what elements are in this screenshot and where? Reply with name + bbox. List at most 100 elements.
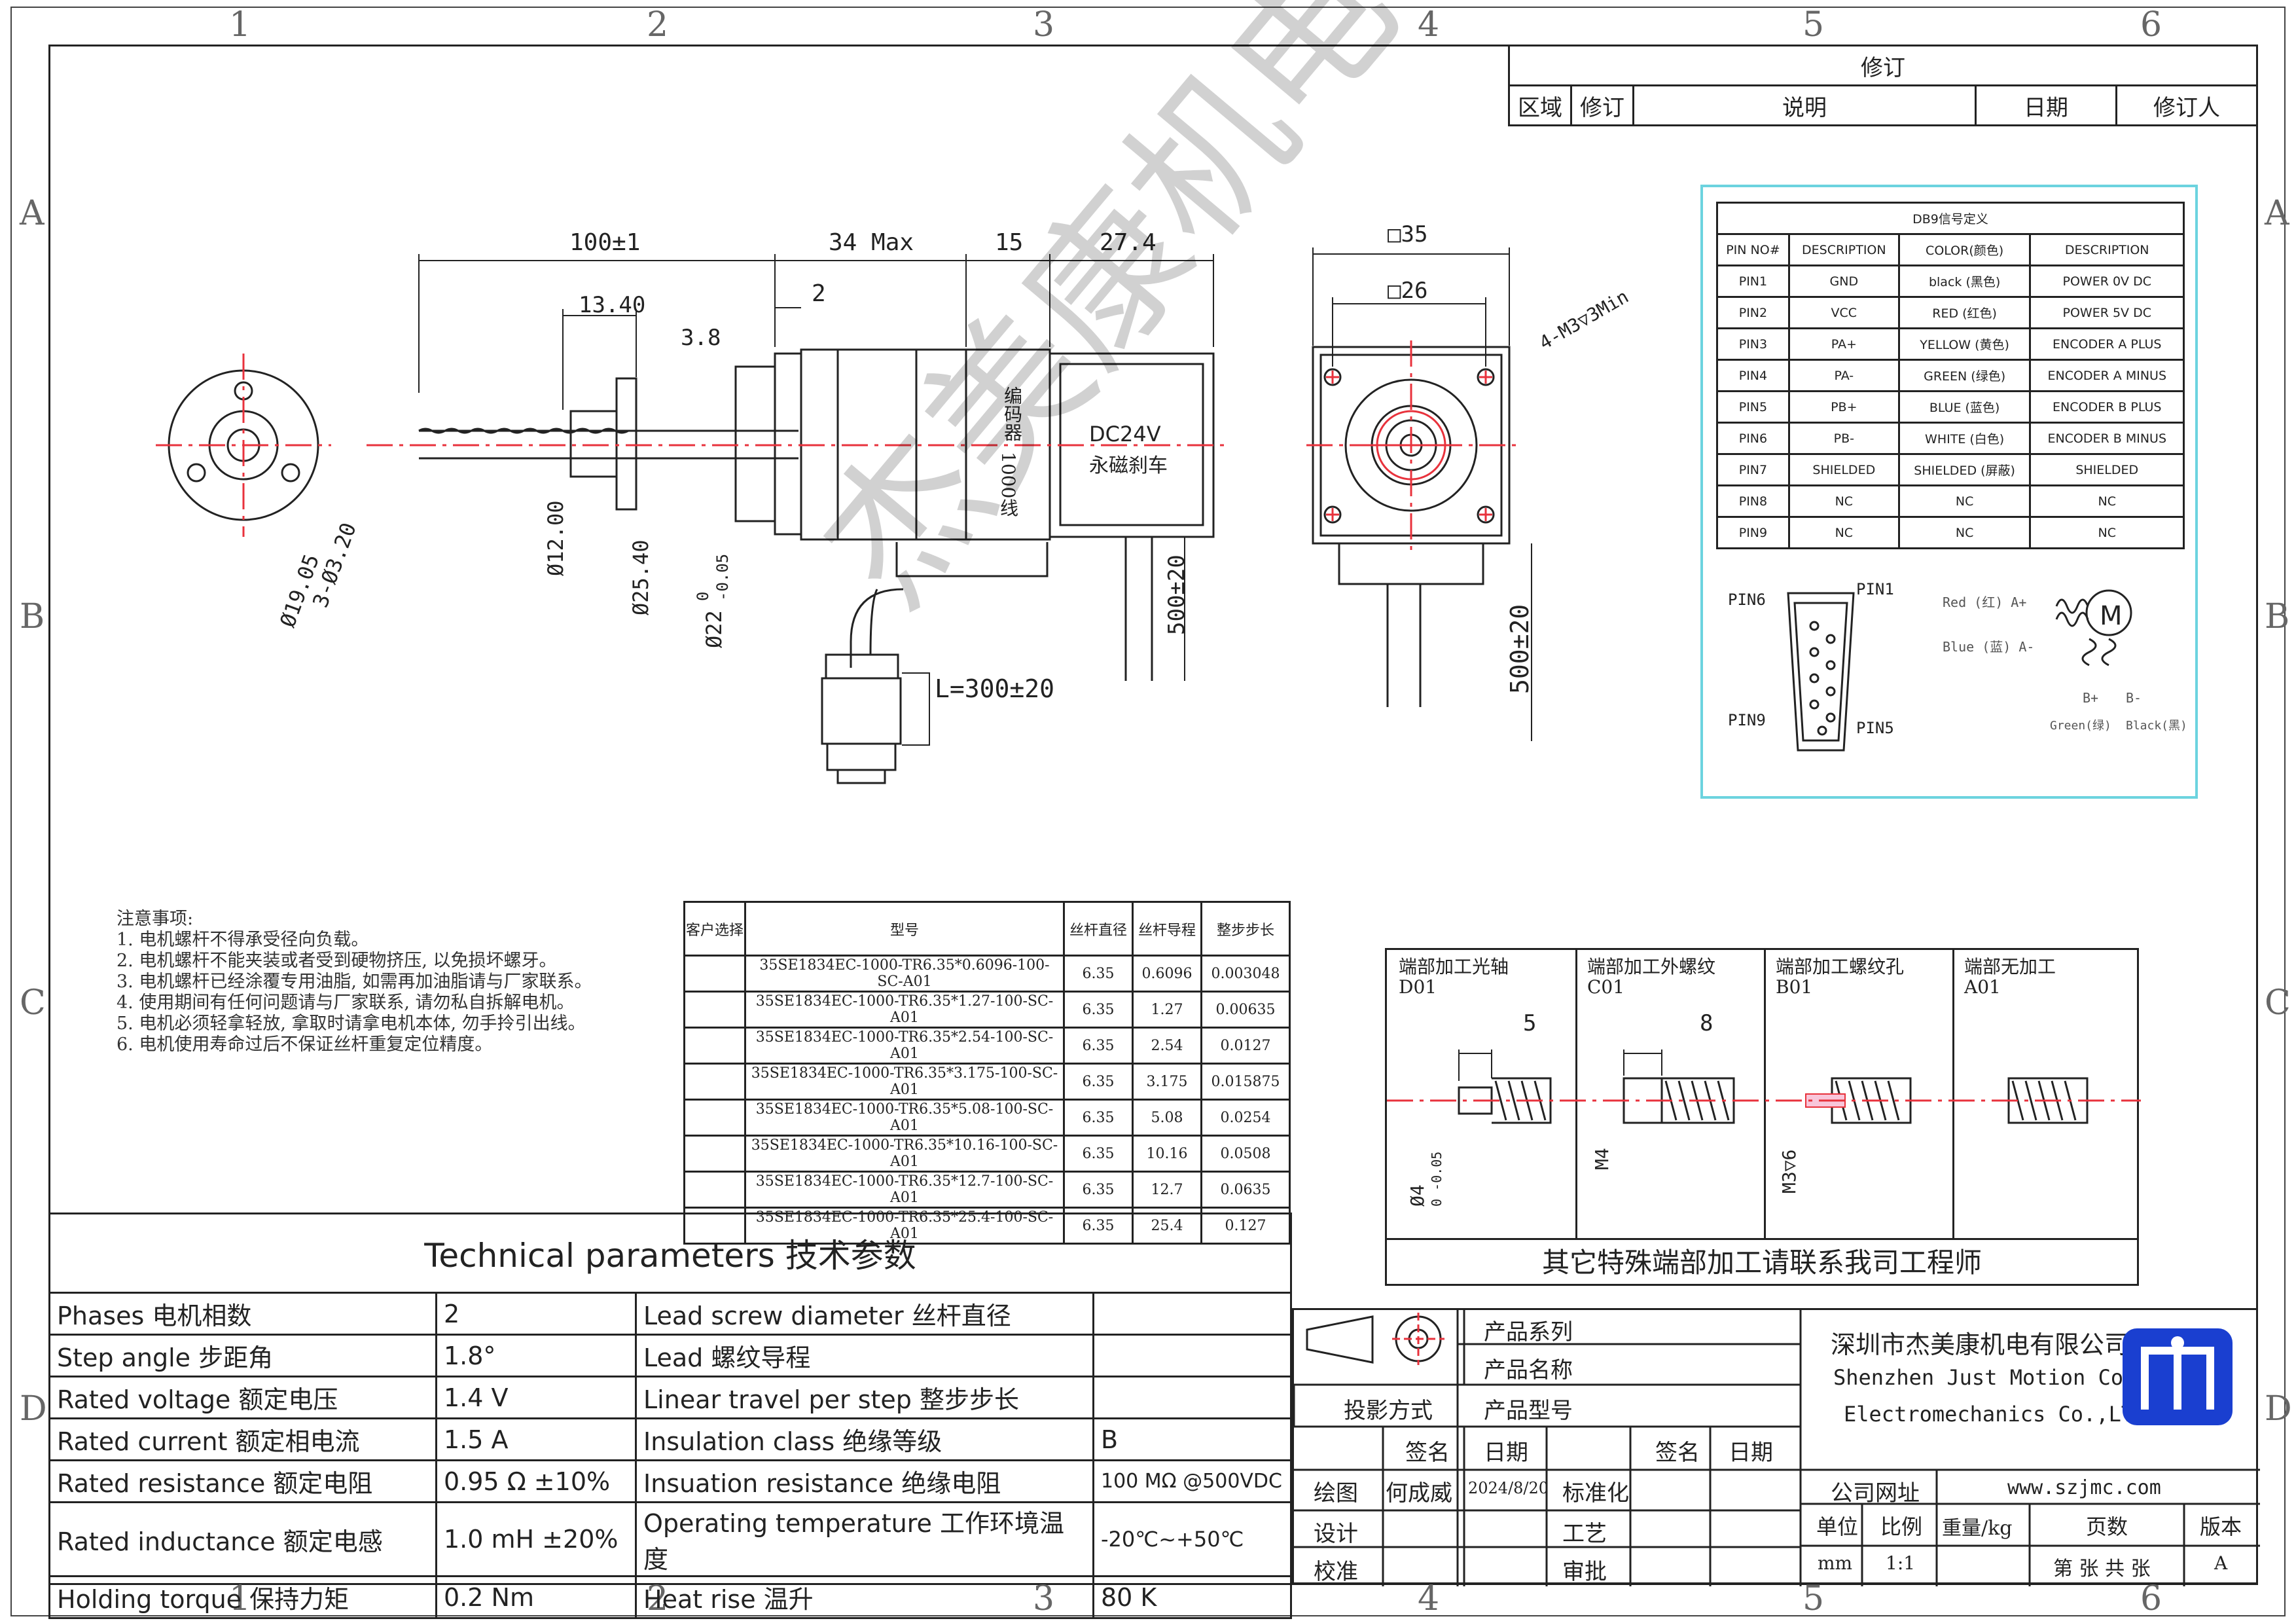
tb-drawer: 何成威 [1386, 1480, 1452, 1506]
revision-header-desc: 说明 [1632, 84, 1977, 126]
revision-header-zone: 区域 [1508, 84, 1572, 126]
cell: PIN7 [1716, 453, 1790, 486]
cell[interactable] [683, 955, 746, 993]
end-title: 端部加工螺纹孔 [1776, 956, 1905, 977]
cell: NC [1897, 516, 2032, 549]
cell: 0.003048 [1200, 955, 1291, 993]
tb-date-label: 日期 [1484, 1440, 1528, 1466]
cell: Operating temperature 工作环境温度 [635, 1501, 1094, 1577]
db9-green-label: Green(绿) [2050, 719, 2111, 733]
tb-unit-label: 单位 [1816, 1514, 1859, 1539]
end-title: 端部加工外螺纹 [1587, 956, 1716, 977]
cell[interactable] [683, 1171, 746, 1209]
revision-table: 修订 区域 修订 说明 日期 修订人 [1508, 45, 2258, 126]
notes-line: 1. 电机螺杆不得承受径向负载。 [117, 930, 369, 950]
cell: ENCODER B MINUS [2029, 422, 2185, 455]
dim-100: 100±1 [569, 229, 641, 256]
cell [1092, 1292, 1292, 1336]
cell: 0.0254 [1200, 1099, 1291, 1137]
cell: Insuation resistance 绝缘电阻 [635, 1459, 1094, 1503]
db9-header-pin: PIN NO# [1716, 233, 1790, 266]
db9-blue-label: Blue (蓝) A- [1943, 639, 2035, 655]
brake-label: 永磁刹车 [1089, 454, 1168, 477]
cell: 1.27 [1132, 991, 1202, 1029]
cell: GND [1787, 264, 1900, 298]
cell: 6.35 [1063, 1135, 1134, 1173]
tb-pages-label: 页数 [2086, 1514, 2128, 1539]
dim-22: Ø22 [702, 610, 726, 648]
cell[interactable] [683, 991, 746, 1029]
db9-pin6-label: PIN6 [1728, 591, 1766, 609]
zone-col-6: 6 [2140, 5, 2162, 45]
db9-bminus-label: B- [2126, 690, 2142, 706]
cell: 35SE1834EC-1000-TR6.35*1.27-100-SC-A01 [744, 991, 1065, 1029]
db9-bplus-label: B+ [2083, 690, 2099, 706]
db9-header-color: COLOR(颜色) [1897, 233, 2032, 266]
dim-22-tol-top: 0 [694, 591, 712, 601]
cell: 5.08 [1132, 1099, 1202, 1137]
tb-version-label: 版本 [2200, 1514, 2242, 1539]
cell: 35SE1834EC-1000-TR6.35*3.175-100-SC-A01 [744, 1063, 1065, 1101]
end-option-a01[interactable]: 端部无加工 A01 [1952, 950, 2141, 1238]
cell[interactable] [683, 1063, 746, 1101]
db9-pin5-label: PIN5 [1856, 719, 1894, 737]
cell[interactable] [683, 1099, 746, 1137]
tb-draw-label: 绘图 [1314, 1480, 1358, 1506]
cell[interactable] [683, 1027, 746, 1065]
cell: Insulation class 绝缘等级 [635, 1417, 1094, 1461]
end-option-c01[interactable]: 端部加工外螺纹 C01 8 M4 [1575, 950, 1766, 1238]
tb-site[interactable]: www.szjmc.com [2007, 1476, 2161, 1499]
notes: 注意事项: 1. 电机螺杆不得承受径向负载。 2. 电机螺杆不能夹装或者受到硬物… [117, 909, 592, 1055]
tb-check-label: 校准 [1314, 1559, 1358, 1585]
parts-header-model: 型号 [744, 901, 1065, 957]
tb-projection-label: 投影方式 [1344, 1398, 1433, 1424]
cell: BLUE (蓝色) [1897, 390, 2032, 424]
cell: NC [1787, 484, 1900, 518]
parts-header-step: 整步步长 [1200, 901, 1291, 957]
cell: 100 MΩ @500VDC [1092, 1459, 1292, 1503]
notes-line: 4. 使用期间有任何问题请与厂家联系, 请勿私自拆解电机。 [117, 993, 575, 1013]
cell: 0.0127 [1200, 1027, 1291, 1065]
brake-cable-length: 500±20 [1164, 555, 1190, 635]
cell: PIN3 [1716, 327, 1790, 361]
cell: Rated resistance 额定电阻 [48, 1459, 437, 1503]
db9-pinout-diagram [1787, 589, 2132, 752]
cell: PIN9 [1716, 516, 1790, 549]
tb-sign2-label: 签名 [1655, 1440, 1700, 1466]
tb-model-label: 产品型号 [1484, 1398, 1573, 1424]
end-dim: 8 [1700, 1010, 1713, 1036]
dim-13: 13.40 [579, 292, 646, 318]
cell: 6.35 [1063, 1099, 1134, 1137]
cell: 2.54 [1132, 1027, 1202, 1065]
tb-pages-value: 第 张 共 张 [2053, 1558, 2151, 1580]
cell: SHIELDED [1787, 453, 1900, 486]
end-option-d01[interactable]: 端部加工光轴 D01 5 Ø4 0 -0.05 [1387, 950, 1577, 1238]
end-machining-diagram [1387, 1049, 2141, 1124]
db9-header-desc2: DESCRIPTION [2029, 233, 2185, 266]
table-row[interactable]: 35SE1834EC-1000-TR6.35*0.6096-100-SC-A01… [683, 955, 1291, 993]
tb-drawdate: 2024/8/20 [1468, 1479, 1549, 1497]
cell: 35SE1834EC-1000-TR6.35*5.08-100-SC-A01 [744, 1099, 1065, 1137]
zone-col-4-bottom: 4 [1418, 1579, 1440, 1618]
cell: 1.0 mH ±20% [435, 1501, 637, 1577]
cell: WHITE (白色) [1897, 422, 2032, 455]
cell[interactable] [683, 1135, 746, 1173]
cell: ENCODER A MINUS [2029, 359, 2185, 392]
end-option-b01[interactable]: 端部加工螺纹孔 B01 M3▽6 [1764, 950, 1954, 1238]
end-code: D01 [1399, 976, 1437, 998]
cell: black (黑色) [1897, 264, 2032, 298]
cell: Rated inductance 额定电感 [48, 1501, 437, 1577]
company-logo-icon [2123, 1328, 2233, 1425]
encoder-cable-length: L=300±20 [935, 674, 1055, 703]
tb-company-cn: 深圳市杰美康机电有限公司 [1831, 1330, 2130, 1359]
